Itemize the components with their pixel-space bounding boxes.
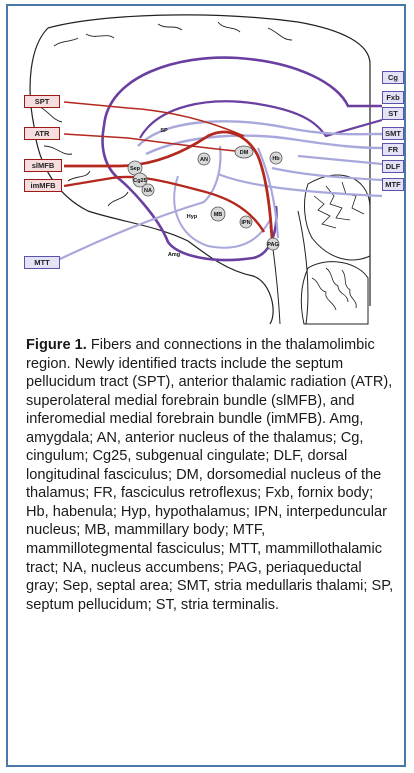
label-mtf: MTF: [382, 178, 404, 191]
mtf-tract: [218, 174, 382, 196]
node-label-sep: Sep: [130, 166, 141, 172]
cerebellum-lower-folia: [312, 268, 356, 310]
immfb-tract: [64, 177, 264, 232]
cerebellum-lower: [301, 262, 368, 324]
brain-diagram: SP AN DM Hb Sep Cg25 NA Hyp MB IPN PAG A…: [8, 6, 404, 328]
fornix-body-tract: [140, 101, 382, 138]
spt-tract: [64, 102, 244, 136]
label-atr: ATR: [24, 127, 60, 140]
label-immfb: imMFB: [24, 179, 62, 192]
dlf-tract: [272, 168, 382, 180]
node-label-cg25: Cg25: [133, 178, 146, 184]
node-label-pag: PAG: [267, 242, 279, 248]
cerebellum: [305, 175, 370, 260]
label-smt: SMT: [382, 127, 404, 140]
label-cg: Cg: [382, 71, 404, 84]
figure-frame: SP AN DM Hb Sep Cg25 NA Hyp MB IPN PAG A…: [6, 4, 406, 767]
label-st: ST: [382, 107, 404, 120]
figure-caption: Figure 1. Fibers and connections in the …: [26, 336, 394, 614]
caption-label: Figure 1.: [26, 337, 87, 353]
node-label-hyp: Hyp: [187, 214, 198, 220]
label-dlf: DLF: [382, 160, 404, 173]
label-spt: SPT: [24, 95, 60, 108]
node-label-hb: Hb: [272, 156, 280, 162]
caption-text: Fibers and connections in the thalamolim…: [26, 337, 393, 613]
sulci-top: [54, 22, 292, 46]
node-label-sp: SP: [160, 128, 168, 134]
node-label-na: NA: [144, 188, 152, 194]
stria-terminalis-tract: [138, 121, 382, 146]
label-fr: FR: [382, 143, 404, 156]
node-label-amg: Amg: [168, 252, 180, 258]
label-slmfb: slMFB: [24, 159, 62, 172]
label-fxb: Fxb: [382, 91, 404, 104]
node-label-dm: DM: [240, 150, 249, 156]
cerebellum-folia: [314, 182, 364, 228]
node-label-ipn: IPN: [241, 220, 250, 226]
label-mtt: MTT: [24, 256, 60, 269]
brain-outline: [30, 15, 370, 324]
node-label-an: AN: [200, 157, 208, 163]
node-label-mb: MB: [214, 212, 223, 218]
brain-illustration: SP AN DM Hb Sep Cg25 NA Hyp MB IPN PAG A…: [8, 6, 404, 328]
cingulum-tract: [104, 58, 382, 126]
